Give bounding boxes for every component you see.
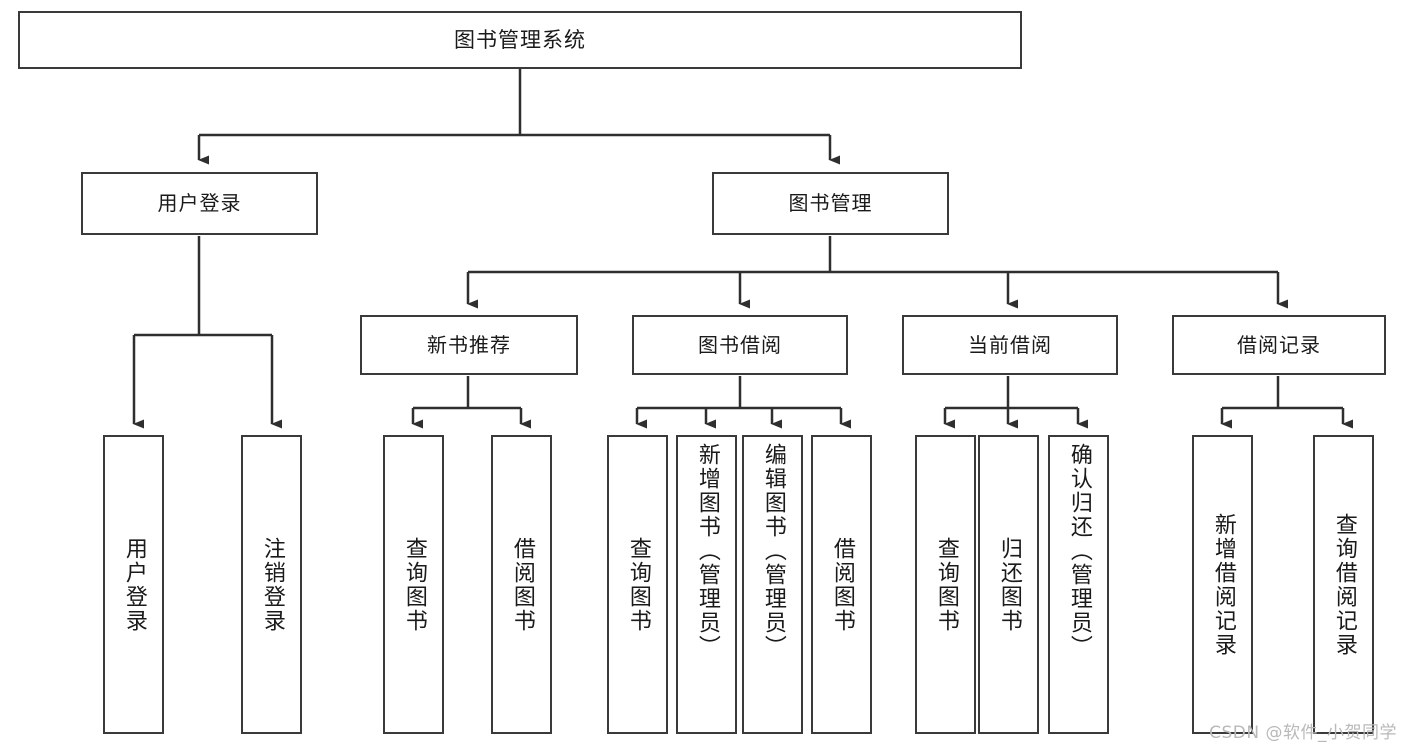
leaf-label: 查询借阅记录 [1331,512,1357,657]
leaf-label: 归还图书 [996,536,1022,633]
node-book-borrow[interactable]: 图书借阅 [632,315,848,375]
leaf-label: 借阅图书 [829,536,855,633]
leaf-label: 查询图书 [933,536,959,633]
node-book-management[interactable]: 图书管理 [712,172,949,235]
watermark: CSDN @软件_小贺同学 [1209,723,1397,743]
leaf-label: 新增图书（管理员） [694,443,720,659]
leaf-label: 编辑图书（管理员） [760,443,786,659]
node-borrow-record[interactable]: 借阅记录 [1172,315,1386,375]
leaf-label: 用户登录 [121,536,147,633]
leaf-borrow-book[interactable]: 借阅图书 [811,435,872,734]
leaf-return-book[interactable]: 归还图书 [978,435,1039,734]
leaf-label: 借阅图书 [509,536,535,633]
leaf-query-book-borrow[interactable]: 查询图书 [607,435,668,734]
leaf-confirm-return-admin[interactable]: 确认归还（管理员） [1048,435,1109,734]
node-user-login[interactable]: 用户登录 [81,172,318,235]
node-book-management-system[interactable]: 图书管理系统 [18,11,1022,69]
leaf-label: 查询图书 [625,536,651,633]
leaf-add-book-admin[interactable]: 新增图书（管理员） [676,435,737,734]
node-label: 借阅记录 [1237,332,1321,357]
node-label: 新书推荐 [427,332,511,357]
leaf-label: 注销登录 [259,536,285,633]
leaf-add-borrow-record[interactable]: 新增借阅记录 [1192,435,1253,734]
leaf-borrow-book-recommend[interactable]: 借阅图书 [491,435,552,734]
node-label: 图书管理系统 [454,27,586,52]
leaf-label: 新增借阅记录 [1210,512,1236,657]
node-current-borrow[interactable]: 当前借阅 [902,315,1118,375]
leaf-label: 确认归还（管理员） [1066,443,1092,659]
leaf-label: 查询图书 [401,536,427,633]
leaf-query-book-recommend[interactable]: 查询图书 [383,435,444,734]
leaf-query-borrow-record[interactable]: 查询借阅记录 [1313,435,1374,734]
leaf-user-login[interactable]: 用户登录 [103,435,164,734]
node-label: 图书管理 [788,191,873,215]
leaf-edit-book-admin[interactable]: 编辑图书（管理员） [742,435,803,734]
leaf-logout[interactable]: 注销登录 [241,435,302,734]
leaf-query-book-current[interactable]: 查询图书 [915,435,976,734]
node-label: 用户登录 [157,191,242,215]
node-new-book-recommend[interactable]: 新书推荐 [360,315,578,375]
node-label: 图书借阅 [698,332,782,357]
node-label: 当前借阅 [968,332,1052,357]
